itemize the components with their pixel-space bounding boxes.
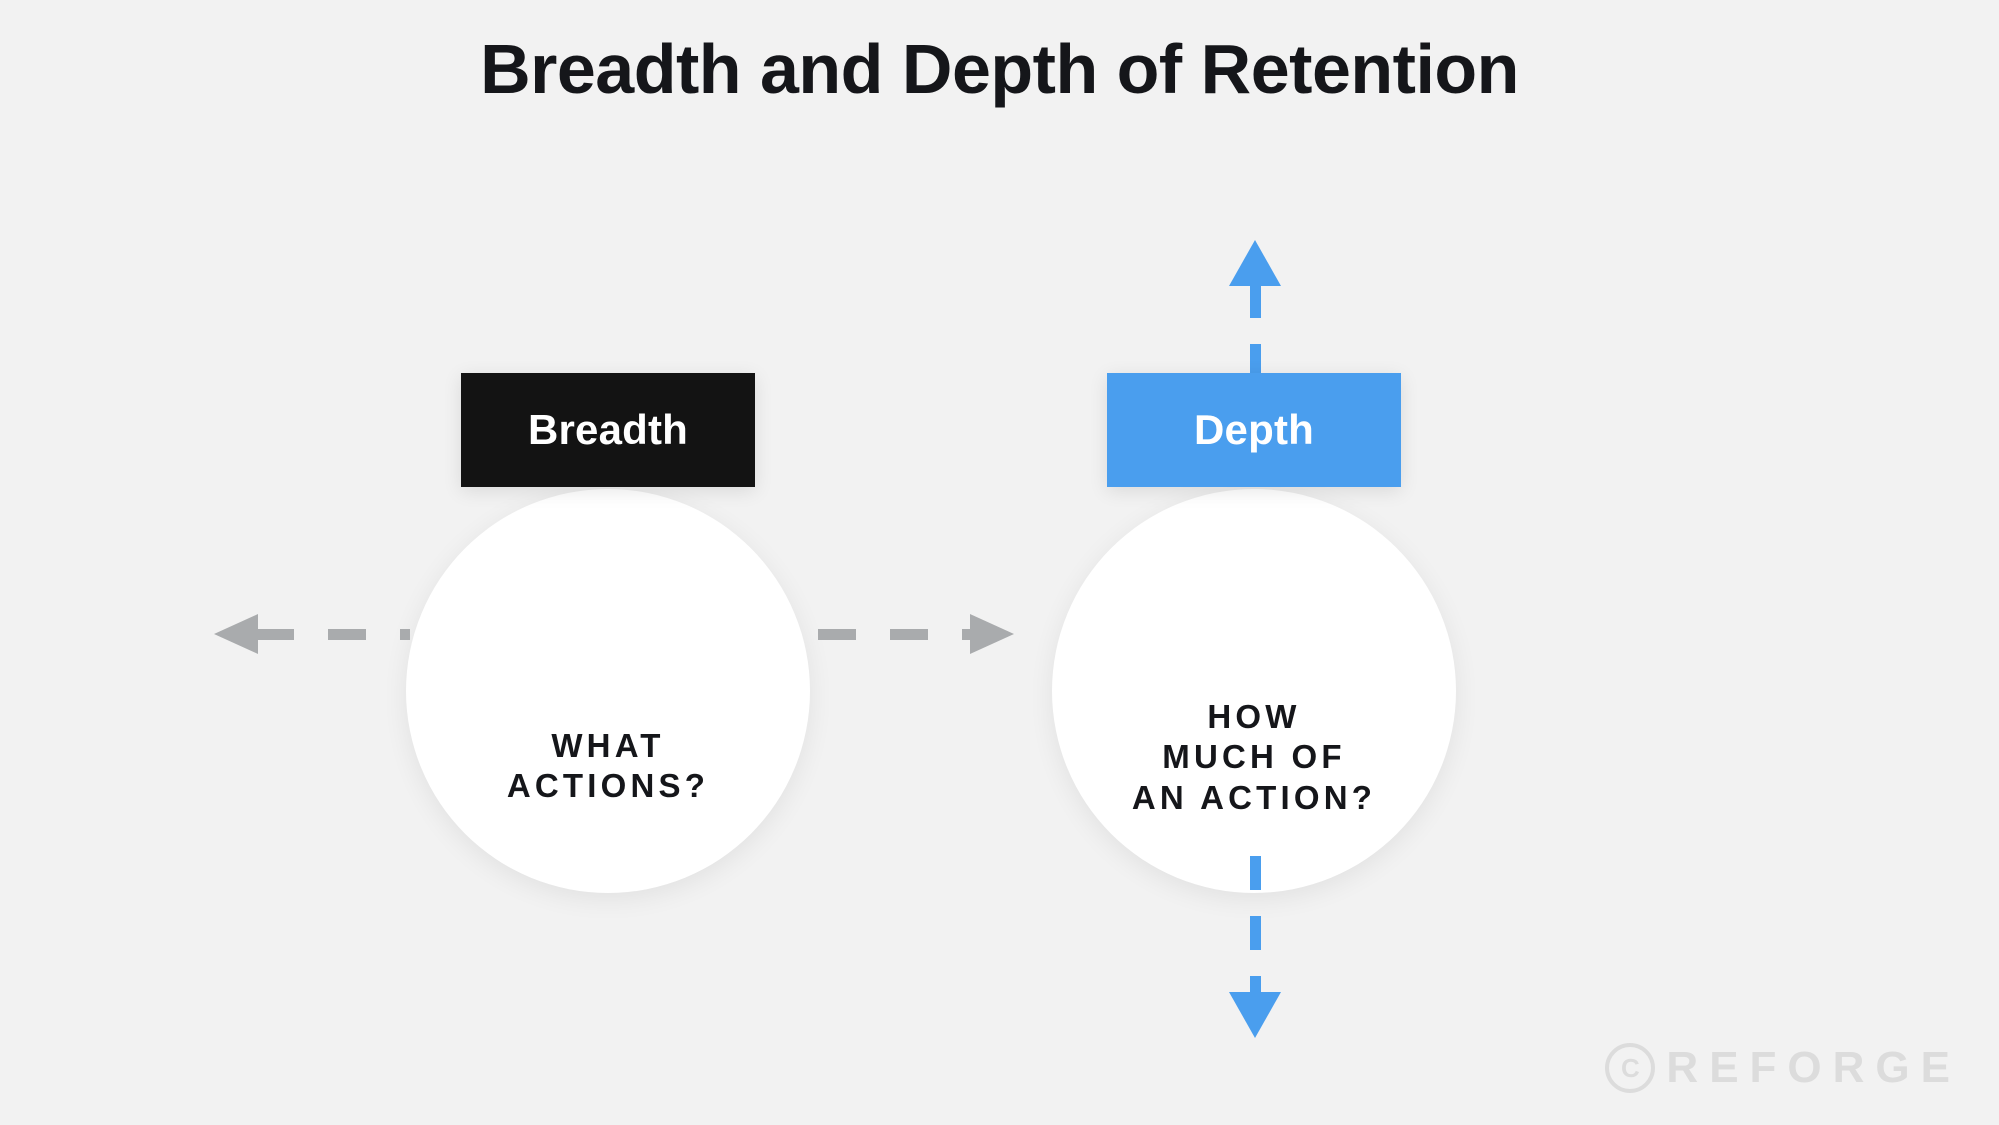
arrow-up-icon: [1229, 240, 1281, 375]
depth-label-badge: Depth: [1107, 373, 1401, 487]
arrow-down-shaft: [1250, 856, 1261, 994]
arrow-left-head: [214, 614, 258, 654]
page-title: Breadth and Depth of Retention: [480, 30, 1519, 108]
copyright-icon: [1605, 1043, 1656, 1093]
arrow-right-icon: [818, 614, 1014, 654]
arrow-down-head: [1229, 992, 1281, 1038]
arrow-right-head: [970, 614, 1014, 654]
breadth-question-line-2: ACTIONS?: [506, 767, 710, 805]
breadth-question: WHAT ACTIONS?: [406, 726, 810, 807]
depth-question-line-1: HOW: [1207, 698, 1301, 735]
watermark: REFORGE: [1605, 1043, 1961, 1093]
depth-question: HOW MUCH OF AN ACTION?: [1052, 697, 1456, 818]
arrow-left-shaft: [256, 629, 410, 640]
node-depth: Depth HOW MUCH OF AN ACTION?: [1052, 373, 1456, 893]
depth-question-line-3: AN ACTION?: [1131, 778, 1377, 816]
arrow-up-head: [1229, 240, 1281, 286]
arrow-right-shaft: [818, 629, 972, 640]
arrow-down-icon: [1229, 856, 1281, 1038]
breadth-question-line-1: WHAT: [551, 727, 665, 764]
breadth-label-badge: Breadth: [461, 373, 755, 487]
depth-question-line-2: MUCH OF: [1162, 738, 1346, 776]
watermark-brand: REFORGE: [1666, 1043, 1961, 1092]
arrow-up-shaft: [1250, 284, 1261, 375]
arrow-left-icon: [214, 614, 410, 654]
node-breadth: Breadth WHAT ACTIONS?: [406, 373, 810, 893]
depth-circle: [1052, 489, 1456, 893]
breadth-circle: [406, 489, 810, 893]
